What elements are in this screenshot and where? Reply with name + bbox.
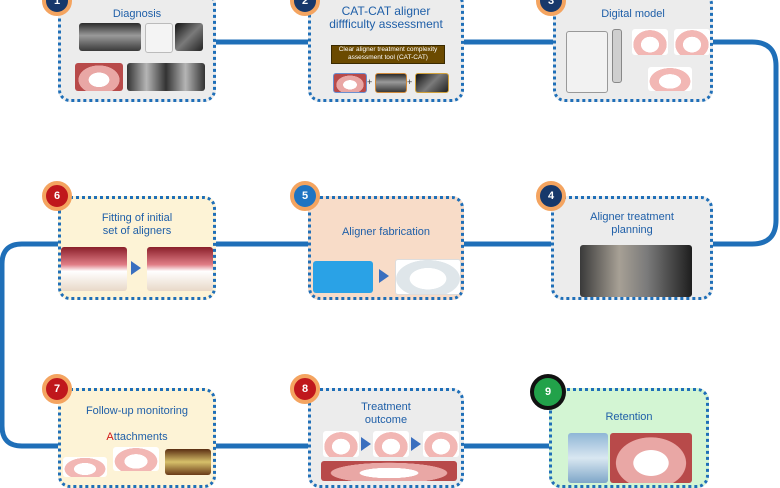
arrow-icon: [379, 269, 389, 283]
step-follow-up-monitoring: Follow-up monitoring Attachments: [58, 388, 216, 488]
step-title: Diagnosis: [112, 8, 162, 20]
panoramic-xray-image: [79, 23, 141, 51]
facial-photos-image: [127, 63, 205, 91]
step-1-badge: 1: [42, 0, 72, 16]
step-title: Fitting of initial set of aligners: [101, 212, 173, 237]
intraoral-scanner-image: [566, 31, 608, 93]
step-title: CAT-CAT aligner diffficulty assessment: [329, 4, 443, 31]
outcome-arch-2-image: [373, 431, 409, 457]
arrow-icon: [411, 437, 421, 451]
step-title: Follow-up monitoring: [85, 405, 189, 417]
step-7-badge: 7: [42, 374, 72, 404]
fabricated-aligner-image: [395, 259, 461, 295]
attachment-photo-image: [165, 449, 211, 475]
step-2-badge: 2: [290, 0, 320, 16]
digital-occlusion-image: [648, 67, 692, 91]
scanner-wand-image: [612, 29, 622, 83]
retainer-image: [568, 433, 608, 483]
step-diagnosis: Diagnosis: [58, 0, 216, 102]
step-3-badge: 3: [536, 0, 566, 16]
digital-arch-lower-image: [674, 29, 710, 55]
step-cat-cat-assessment: CAT-CAT aligner diffficulty assessment C…: [308, 0, 464, 102]
step-aligner-fabrication: Aligner fabrication: [308, 196, 464, 300]
step-title: Aligner fabrication: [341, 226, 431, 238]
step-fitting-aligners: Fitting of initial set of aligners: [58, 196, 216, 300]
step-digital-model: Digital model: [553, 0, 713, 102]
planning-software-image: [580, 245, 692, 297]
retention-smile-image: [610, 433, 692, 483]
clinical-form-image: [145, 23, 173, 53]
outcome-arch-3-image: [423, 431, 459, 457]
outcome-arch-1-image: [323, 431, 359, 457]
step-title: Treatment outcome: [361, 401, 411, 426]
cephalogram-image: [175, 23, 203, 51]
step-treatment-planning: Aligner treatment planning: [551, 196, 713, 300]
step-title: Retention: [605, 411, 653, 423]
digital-arch-upper-image: [632, 29, 668, 55]
plus-sign: +: [367, 77, 373, 87]
step-4-badge: 4: [536, 181, 566, 211]
teeth-thumbnail: [333, 73, 367, 93]
flow-connectors: [0, 39, 779, 449]
aligner-sheet-image: [313, 261, 373, 293]
step-retention: Retention: [549, 388, 709, 488]
step-treatment-outcome: Treatment outcome: [308, 388, 464, 488]
cat-cat-tool-banner: Clear aligner treatment complexity asses…: [331, 45, 445, 64]
intraoral-photo-image: [75, 63, 123, 91]
xray-thumbnail: [375, 73, 407, 93]
step-title: Digital model: [601, 8, 665, 20]
fitting-photo-2-image: [147, 247, 213, 291]
arrow-icon: [361, 437, 371, 451]
plus-sign: +: [407, 77, 413, 87]
fitting-photo-1-image: [61, 247, 127, 291]
step-5-badge: 5: [290, 181, 320, 211]
step-9-badge: 9: [530, 374, 566, 410]
arrow-icon: [131, 261, 141, 275]
step-6-badge: 6: [42, 181, 72, 211]
face-thumbnail: [415, 73, 449, 93]
attachment-model-1-image: [63, 457, 107, 477]
attachments-label: Attachments: [106, 431, 168, 443]
attachment-model-2-image: [113, 447, 159, 471]
outcome-photo-image: [321, 461, 457, 481]
step-title: Aligner treatment planning: [590, 211, 674, 236]
step-8-badge: 8: [290, 374, 320, 404]
